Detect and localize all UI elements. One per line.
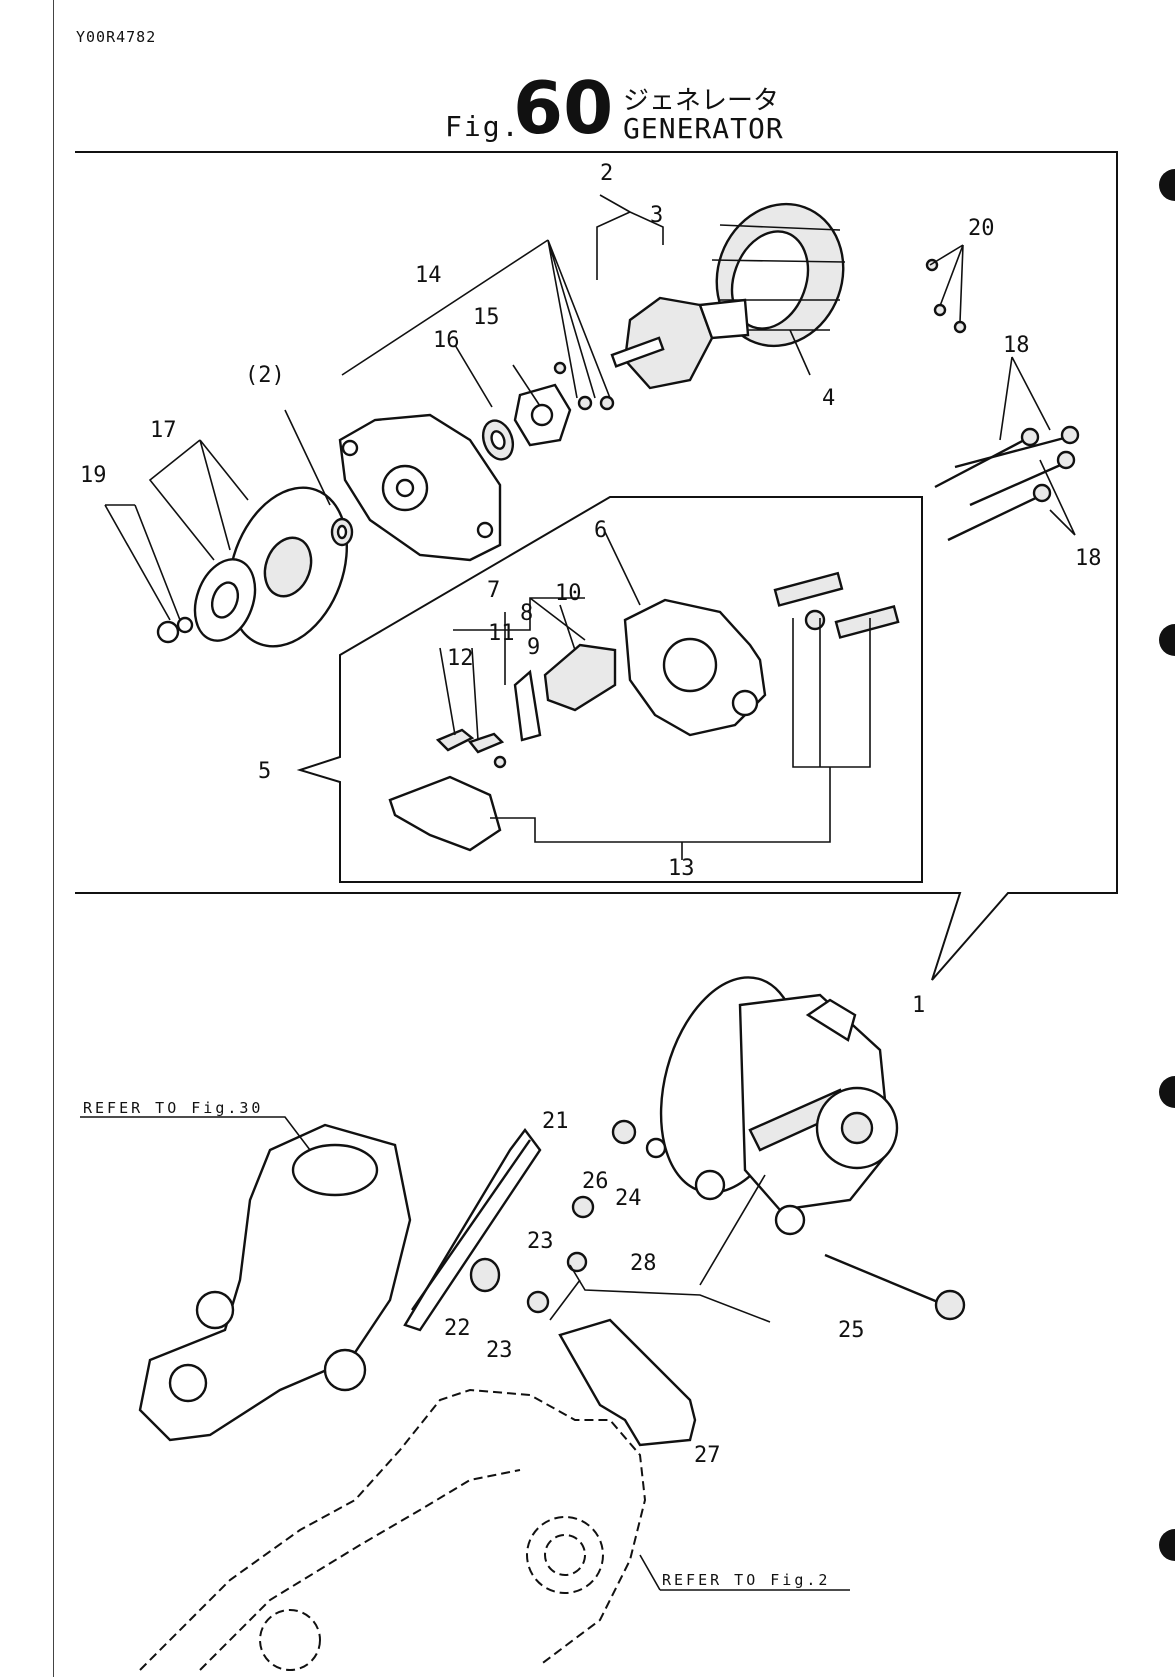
callout-18-bottom: 18 <box>1075 546 1102 571</box>
binder-hole-4 <box>1159 1529 1175 1561</box>
pulley-nut-washer <box>158 618 192 642</box>
callout-6: 6 <box>594 518 607 543</box>
brush-parts <box>438 730 505 767</box>
rotor-part <box>612 298 748 388</box>
assembled-generator <box>639 962 897 1234</box>
callout-23-bottom: 23 <box>486 1338 513 1363</box>
callout-27: 27 <box>694 1443 721 1468</box>
binder-hole-1 <box>1159 169 1175 201</box>
callout-22: 22 <box>444 1316 471 1341</box>
callout-16: 16 <box>433 328 460 353</box>
callout-4: 4 <box>822 386 835 411</box>
callout-5: 5 <box>258 759 271 784</box>
callout-21: 21 <box>542 1109 569 1134</box>
callout-17: 17 <box>150 418 177 443</box>
callout-26: 26 <box>582 1169 609 1194</box>
callout-9: 9 <box>527 635 540 660</box>
binder-hole-2 <box>1159 624 1175 656</box>
callout-2-paren: (2) <box>245 363 285 388</box>
support-bracket-part <box>560 1320 695 1445</box>
front-housing-part <box>340 415 500 560</box>
callout-2: 2 <box>600 161 613 186</box>
pulley-collar-part <box>332 519 352 545</box>
callout-28: 28 <box>630 1251 657 1276</box>
through-bolts <box>935 427 1078 540</box>
reference-fig2: REFER TO Fig.2 <box>662 1571 830 1589</box>
binder-hole-3 <box>1159 1076 1175 1108</box>
fan-pulley-part <box>184 471 367 663</box>
regulator-part <box>545 645 615 710</box>
rectifier-subassembly-frame <box>300 497 922 882</box>
callout-3: 3 <box>650 203 663 228</box>
callout-8: 8 <box>520 601 533 626</box>
water-pump-housing <box>140 1125 410 1440</box>
callout-11: 11 <box>488 621 515 646</box>
callout-10: 10 <box>555 581 582 606</box>
rectifier-plate-part <box>390 777 500 850</box>
callout-14: 14 <box>415 263 442 288</box>
reference-fig30: REFER TO Fig.30 <box>83 1099 263 1117</box>
callout-20: 20 <box>968 216 995 241</box>
callout-19: 19 <box>80 463 107 488</box>
callout-1: 1 <box>912 993 925 1018</box>
bearing-retainer-plate <box>515 385 570 445</box>
ref-fig30-leader <box>80 1117 310 1150</box>
bearing-part <box>478 416 518 463</box>
callout-25: 25 <box>838 1318 865 1343</box>
callout-15: 15 <box>473 305 500 330</box>
callout-7: 7 <box>487 578 500 603</box>
callout-23-top: 23 <box>527 1229 554 1254</box>
rear-housing-part <box>625 600 765 735</box>
callout-24: 24 <box>615 1186 642 1211</box>
brush-holder-part <box>515 672 540 740</box>
callout-18-top: 18 <box>1003 333 1030 358</box>
callout-12: 12 <box>447 646 474 671</box>
callout-13: 13 <box>668 856 695 881</box>
adjusting-bracket-part <box>405 1130 540 1330</box>
